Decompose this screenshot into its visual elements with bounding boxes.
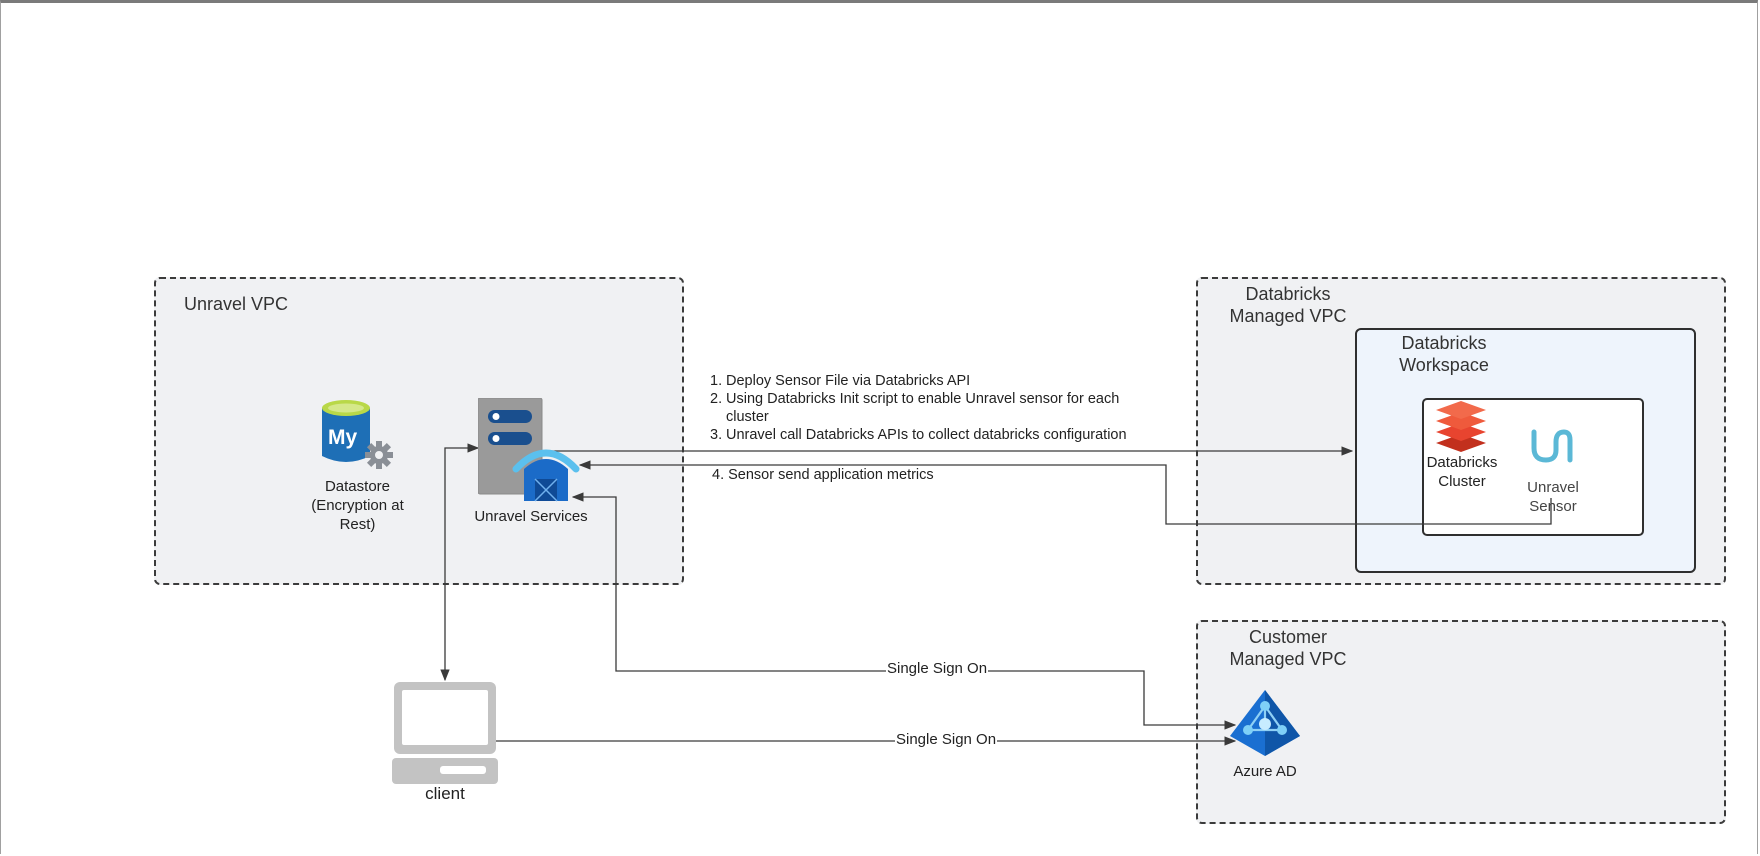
sso-client-label: Single Sign On — [895, 731, 998, 749]
deployment-steps: 1.Deploy Sensor File via Databricks API … — [710, 372, 1150, 444]
datastore-label: Datastore (Encryption at Rest) — [311, 478, 404, 533]
databricks-layers-icon — [1436, 401, 1486, 452]
unravel-services-label: Unravel Services — [474, 508, 588, 525]
mysql-database-icon: My — [322, 400, 393, 469]
unravel-vpc-title: Unravel VPC — [184, 294, 289, 314]
databricks-vpc-title: Databricks Managed VPC — [1229, 284, 1347, 326]
workspace-title: Databricks Workspace — [1399, 333, 1489, 375]
client-label: client — [425, 784, 465, 803]
step-item: 2.Using Databricks Init script to enable… — [710, 391, 1120, 425]
azure-ad-icon — [1230, 690, 1300, 756]
unravel-logo-icon — [1531, 429, 1573, 463]
app-service-icon — [512, 449, 580, 502]
sso-services-arrow — [571, 492, 1237, 730]
step-item: 3.Unravel call Databricks APIs to collec… — [710, 427, 1127, 443]
sso-services-label: Single Sign On — [886, 660, 989, 678]
azure-ad-label: Azure AD — [1233, 763, 1297, 780]
mysql-icon-text: My — [328, 426, 357, 449]
customer-vpc-title: Customer Managed VPC — [1229, 627, 1347, 669]
step-item: 1.Deploy Sensor File via Databricks API — [710, 373, 971, 389]
services-client-arrow — [440, 443, 480, 682]
metrics-step-label: 4. Sensor send application metrics — [712, 467, 934, 483]
databricks-cluster-label: Databricks Cluster — [1426, 454, 1498, 490]
unravel-sensor-label: Unravel Sensor — [1527, 479, 1579, 515]
laptop-icon — [392, 682, 498, 784]
